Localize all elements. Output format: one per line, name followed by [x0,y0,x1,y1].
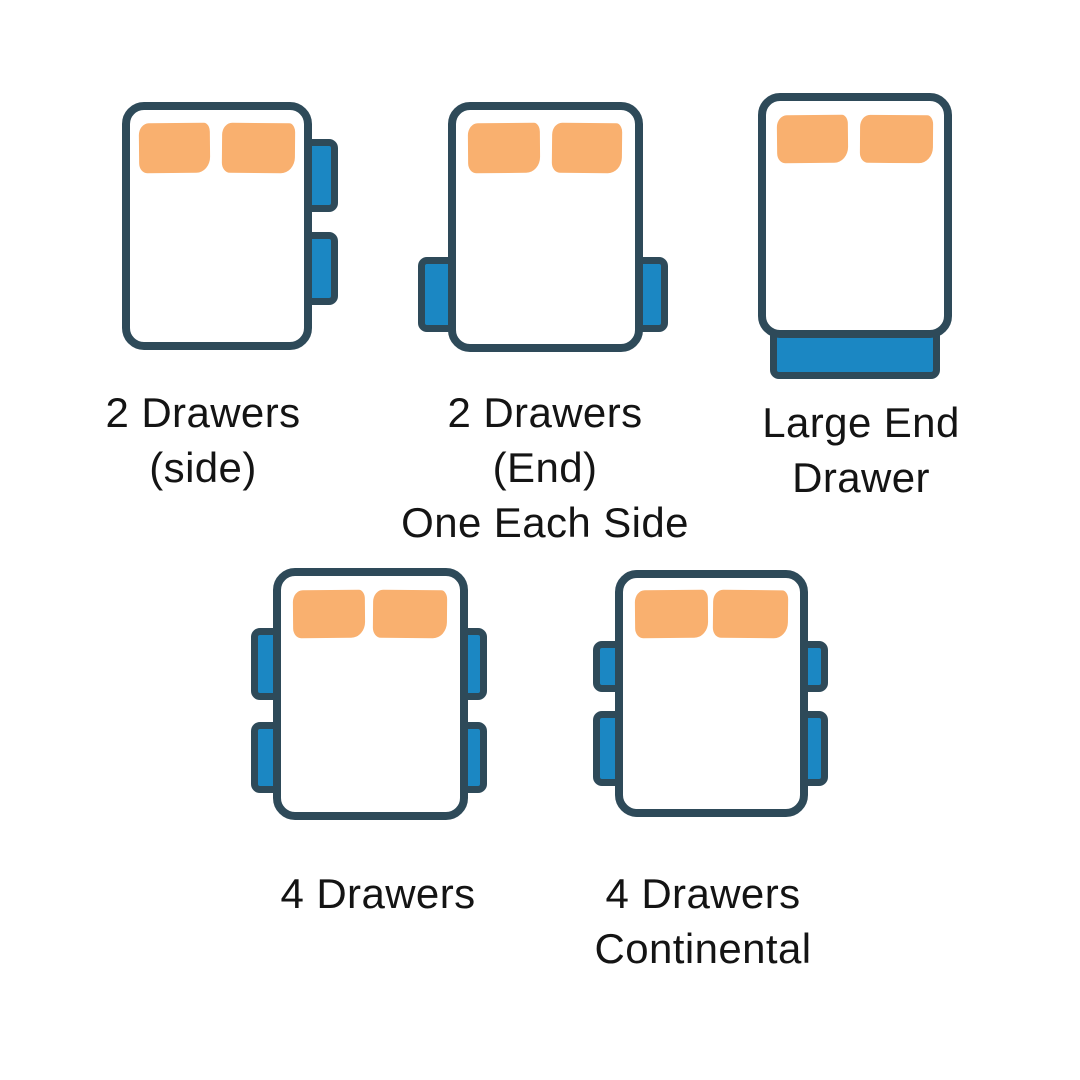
pillow-icon [776,114,849,164]
figure-label-line2: Drawer [792,454,930,501]
figure-label-line2: One Each Side [401,499,689,546]
figure-label: 4 Drawers [228,866,528,921]
bed-figure-2-drawers-side [122,102,338,350]
bed-figure-4-drawers-continental [593,570,828,817]
pillow-icon [221,122,296,174]
pillow-icon [712,589,789,639]
pillow-icon [372,589,448,639]
bed-figure-2-drawers-end [418,102,668,352]
pillow-icon [859,114,934,164]
figure-label-line2: (side) [149,444,257,491]
figure-label-line1: 2 Drawers (End) [447,389,643,491]
figure-label-line1: 2 Drawers [105,389,301,436]
pillow-icon [292,589,366,639]
bed-figure-4-drawers [251,568,487,820]
figure-label-line1: Large End [762,399,960,446]
figure-label: 2 Drawers (End) One Each Side [395,385,695,550]
pillow-icon [551,122,623,174]
pillow-icon [467,122,541,174]
pillow-icon [634,589,709,639]
figure-label: Large End Drawer [711,395,1011,505]
figure-label-line1: 4 Drawers [280,870,476,917]
pillow-icon [138,122,211,174]
figure-label-line2: Continental [594,925,812,972]
figure-label: 2 Drawers (side) [53,385,353,495]
figure-label-line1: 4 Drawers [605,870,801,917]
figure-label: 4 Drawers Continental [553,866,853,976]
bed-figure-large-end-drawer [758,93,952,379]
